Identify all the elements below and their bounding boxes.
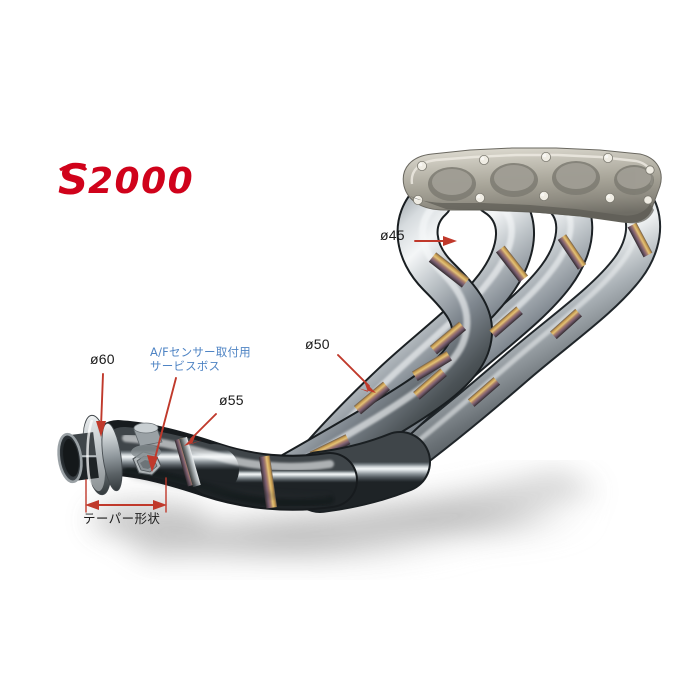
callout-label-dia-60: ø60 xyxy=(90,351,115,367)
arrow-dia-60 xyxy=(96,373,106,437)
taper-dimension xyxy=(85,477,167,513)
arrow-af-sensor-boss xyxy=(147,377,177,472)
svg-text:2000: 2000 xyxy=(88,161,194,202)
runner-flange-necks xyxy=(413,184,628,214)
callout-label-dia-55: ø55 xyxy=(219,392,244,408)
s2000-wordmark: S 2000 xyxy=(58,158,268,204)
callout-label-dia-50: ø50 xyxy=(305,336,330,352)
af-sensor-boss-note-line2: サービスボス xyxy=(150,358,221,373)
af-sensor-service-boss xyxy=(131,422,163,476)
callout-arrows xyxy=(85,236,457,513)
outlet-flange xyxy=(57,414,123,496)
weld-rings xyxy=(309,222,653,462)
drop-shadow xyxy=(90,470,602,570)
callout-label-dia-45: ø45 xyxy=(380,227,405,243)
pipe-collar-ring xyxy=(179,436,201,488)
arrow-dia-55 xyxy=(184,413,217,446)
cylinder-head-flange xyxy=(402,147,662,224)
taper-shape-label: テーパー形状 xyxy=(83,511,161,526)
af-sensor-boss-note-line1: A/Fセンサー取付用 xyxy=(150,345,251,359)
arrow-dia-50 xyxy=(337,354,376,393)
arrow-dia-45 xyxy=(414,236,457,246)
af-sensor-boss-note: A/Fセンサー取付用 サービスボス xyxy=(150,345,251,373)
